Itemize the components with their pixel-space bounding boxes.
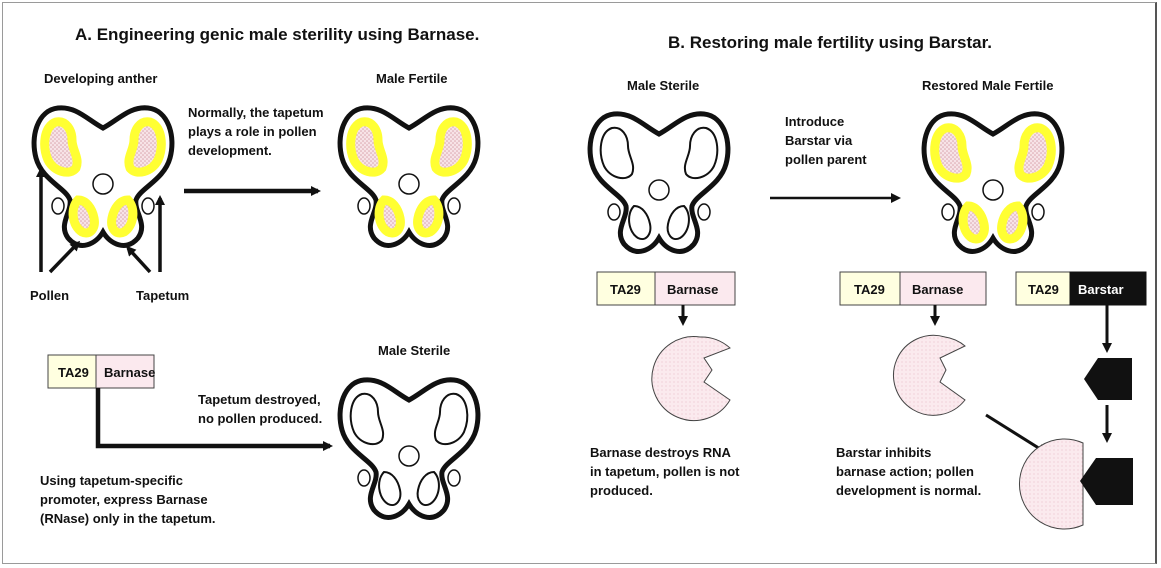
panel-a-caption: Using tapetum-specific promoter, express… — [40, 473, 216, 526]
gene-ta29-barstar: TA29 Barstar — [1016, 272, 1146, 305]
male-sterile-label-a: Male Sterile — [378, 343, 450, 358]
anther-restored — [924, 114, 1062, 252]
promoter-label: TA29 — [58, 365, 89, 380]
tapetum-destroyed-note: Tapetum destroyed, no pollen produced. — [198, 392, 324, 426]
gene-ta29-barnase-b1: TA29 Barnase — [597, 272, 735, 305]
pollen-label: Pollen — [30, 288, 69, 303]
anther-male-sterile-b — [590, 114, 728, 252]
gene-ta29-barnase-a: TA29 Barnase — [48, 355, 155, 388]
barstar-label: Barstar — [1078, 282, 1124, 297]
barnase-enzyme-2 — [894, 335, 965, 415]
enzyme-binding-arrow — [986, 415, 1045, 452]
barnase-label: Barnase — [912, 282, 963, 297]
gene-ta29-barnase-b2: TA29 Barnase — [840, 272, 986, 305]
caption-barnase-destroys: Barnase destroys RNA in tapetum, pollen … — [590, 445, 743, 498]
promoter-label: TA29 — [610, 282, 641, 297]
anther-male-fertile — [340, 108, 478, 246]
restored-fertile-label: Restored Male Fertile — [922, 78, 1054, 93]
panel-b-title: B. Restoring male fertility using Barsta… — [668, 33, 992, 52]
panel-a-title: A. Engineering genic male sterility usin… — [75, 25, 479, 44]
anther-developing — [34, 108, 172, 246]
developing-anther-label: Developing anther — [44, 71, 157, 86]
barnase-barstar-complex — [1019, 439, 1133, 529]
male-sterile-label-b: Male Sterile — [627, 78, 699, 93]
promoter-label: TA29 — [854, 282, 885, 297]
male-fertile-label: Male Fertile — [376, 71, 448, 86]
barnase-label: Barnase — [667, 282, 718, 297]
barnase-enzyme-1 — [652, 337, 730, 421]
caption-barstar-inhibits: Barstar inhibits barnase action; pollen … — [836, 445, 981, 498]
anther-male-sterile-a — [340, 380, 478, 518]
introduce-barstar-note: Introduce Barstar via pollen parent — [785, 114, 867, 167]
barstar-protein — [1084, 358, 1132, 400]
promoter-label: TA29 — [1028, 282, 1059, 297]
tapetum-label: Tapetum — [136, 288, 189, 303]
tapetum-role-note: Normally, the tapetum plays a role in po… — [188, 105, 327, 158]
barnase-label: Barnase — [104, 365, 155, 380]
